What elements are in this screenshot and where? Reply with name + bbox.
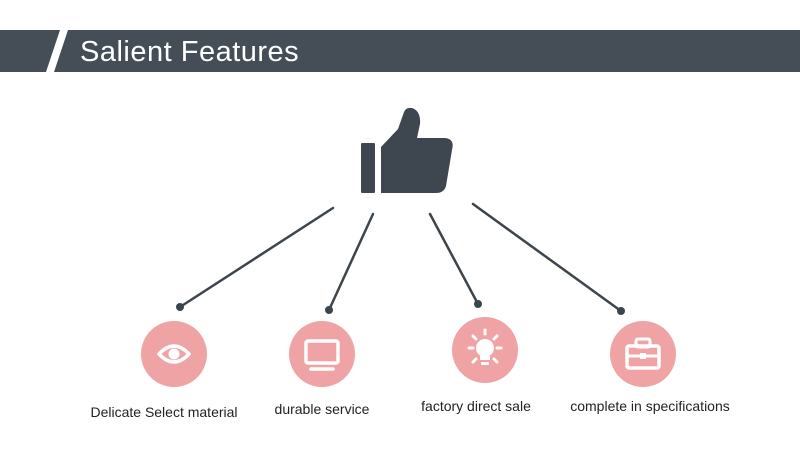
thumbs-up-icon — [361, 107, 453, 193]
feature-label-4: complete in specifications — [570, 398, 730, 414]
connector-line-4 — [471, 202, 623, 313]
lightbulb-icon — [467, 328, 503, 365]
connector-dot-4 — [617, 307, 625, 315]
feature-label-2: durable service — [274, 401, 370, 417]
feature-circle-3 — [452, 317, 518, 383]
banner-stripe — [0, 30, 60, 72]
connector-dot-2 — [325, 306, 333, 314]
connector-dot-3 — [474, 300, 482, 308]
monitor-icon — [304, 339, 340, 371]
feature-label-1: Delicate Select material — [90, 404, 238, 420]
connector-line-1 — [178, 206, 335, 309]
feature-circle-1 — [141, 321, 207, 387]
connector-line-3 — [428, 212, 480, 306]
header-banner: Salient Features — [0, 30, 800, 72]
feature-label-3: factory direct sale — [421, 398, 531, 414]
connector-line-2 — [327, 212, 375, 312]
feature-circle-4 — [610, 321, 676, 387]
eye-icon — [157, 344, 191, 364]
briefcase-icon — [625, 337, 661, 370]
banner-bar — [54, 30, 800, 72]
connector-dot-1 — [176, 303, 184, 311]
banner-shape — [0, 30, 800, 72]
page-title: Salient Features — [80, 36, 300, 68]
feature-circle-2 — [289, 321, 355, 387]
